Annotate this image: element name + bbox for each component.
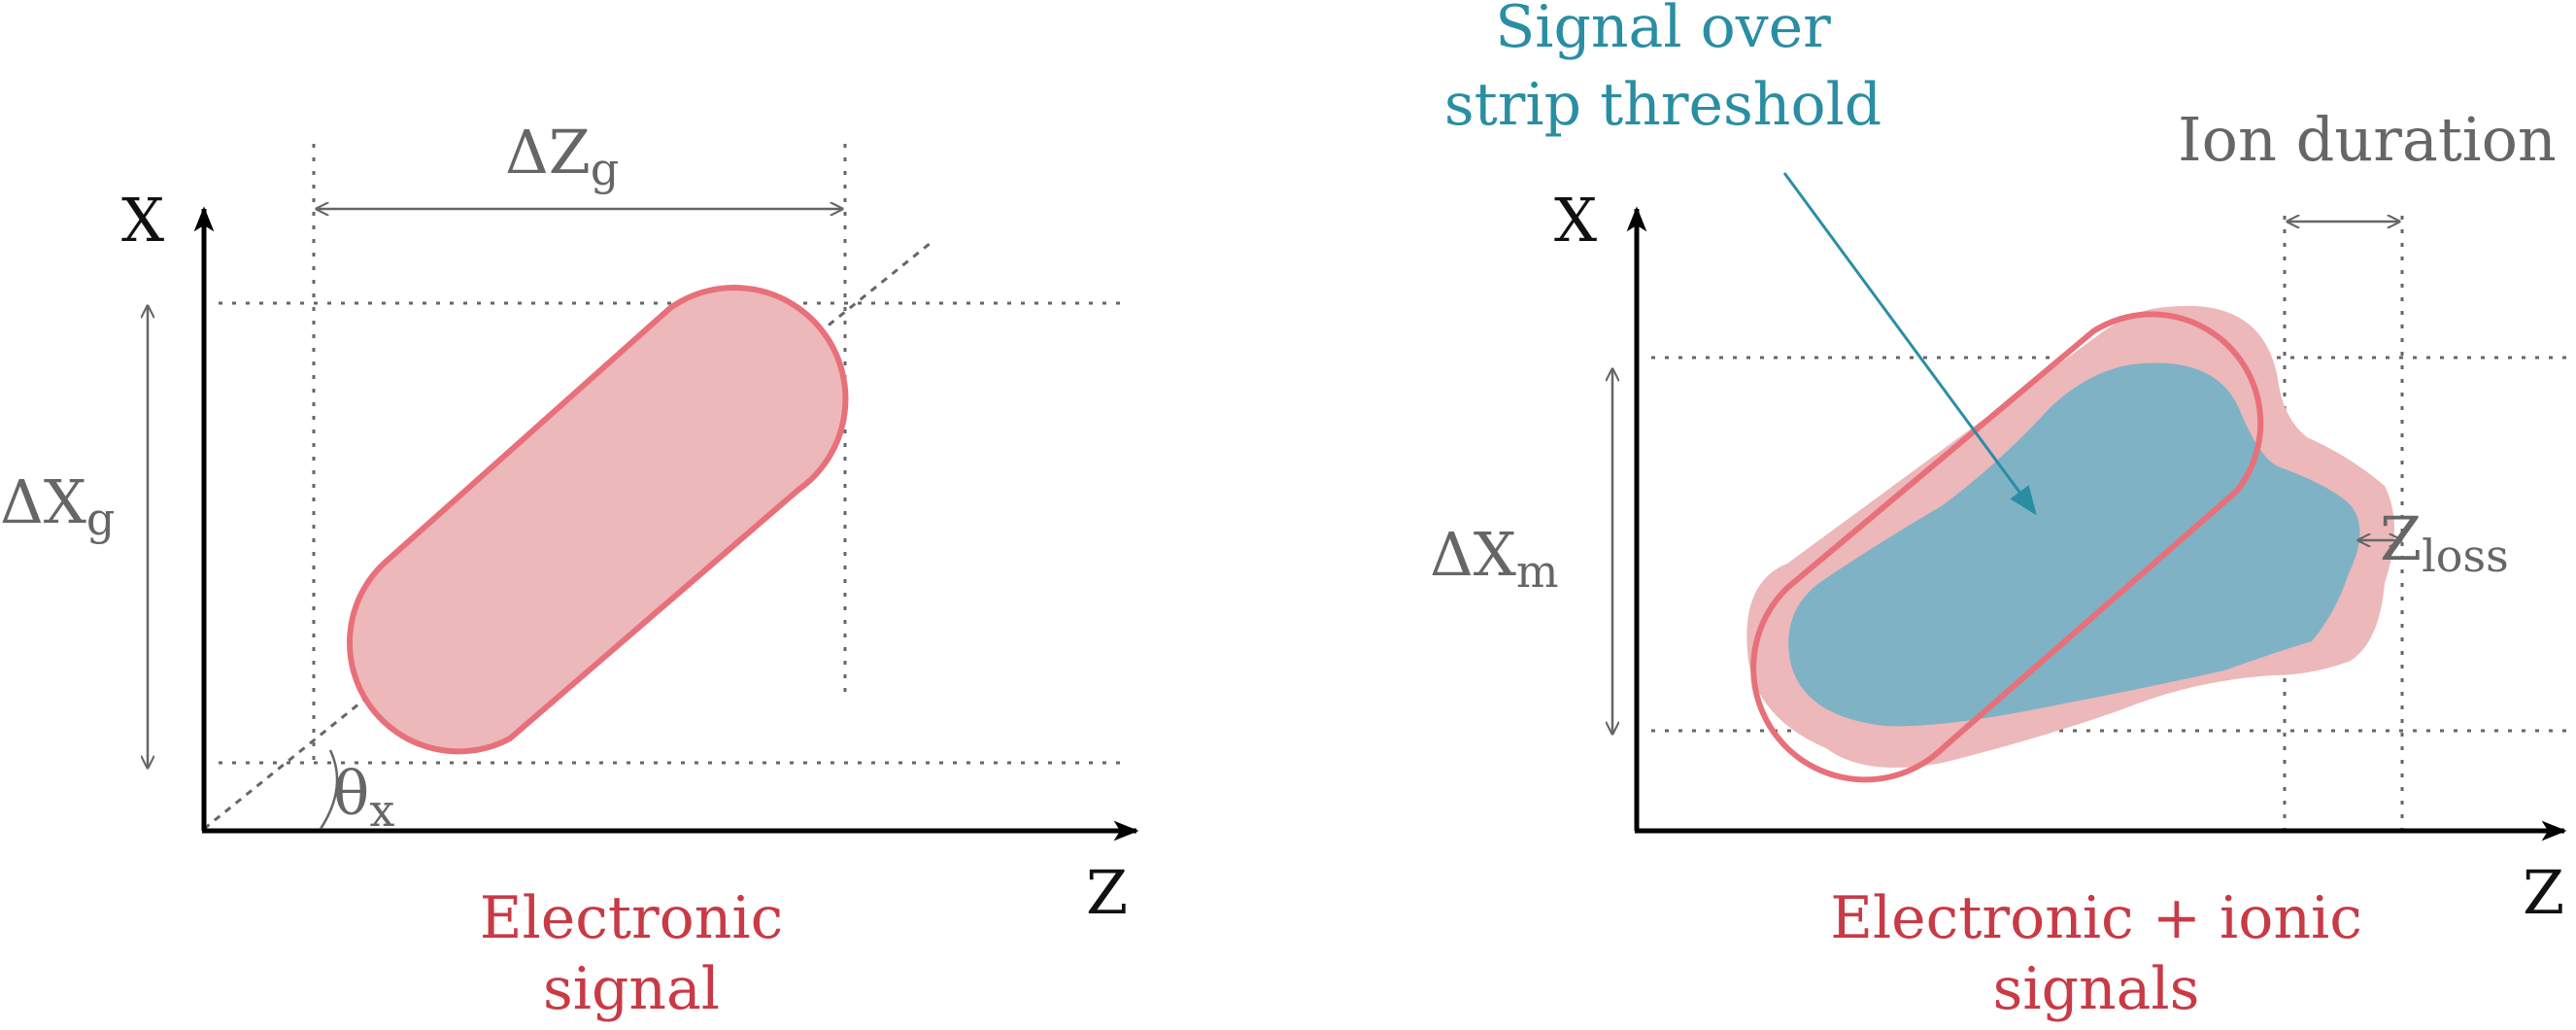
left-caption-line1: Electronic xyxy=(480,884,783,952)
left-delta-x-label: ΔXg xyxy=(0,466,115,545)
left-theta-label: θx xyxy=(333,758,394,837)
right-x-axis-label: X xyxy=(1554,185,1597,256)
right-delta-x-label: ΔXm xyxy=(1430,519,1559,598)
left-caption-line2: signal xyxy=(543,955,720,1023)
right-panel: X Z Signal over strip threshold Ion dura… xyxy=(1430,0,2576,1023)
left-panel: X Z ΔZg ΔXg θx Electronic signal xyxy=(0,117,1139,1023)
right-caption-line1: Electronic + ionic xyxy=(1830,884,2362,952)
right-electronic-signal-outline xyxy=(1750,311,2264,783)
left-z-axis-label: Z xyxy=(1086,857,1128,928)
left-electronic-signal-shape xyxy=(347,285,849,755)
right-z-loss-label: Zloss xyxy=(2380,503,2509,582)
right-signal-over-line1: Signal over xyxy=(1495,0,1831,61)
right-z-axis-label: Z xyxy=(2523,857,2564,928)
right-caption-line2: signals xyxy=(1993,955,2200,1023)
right-threshold-pointer-arrow xyxy=(1782,172,2037,516)
right-threshold-signal-shape xyxy=(1788,362,2360,727)
left-x-axis-label: X xyxy=(121,185,164,256)
right-ion-duration-label: Ion duration xyxy=(2178,104,2557,175)
left-delta-z-label: ΔZg xyxy=(505,117,619,195)
right-signal-over-line2: strip threshold xyxy=(1444,71,1881,139)
left-theta-arc xyxy=(319,749,339,830)
